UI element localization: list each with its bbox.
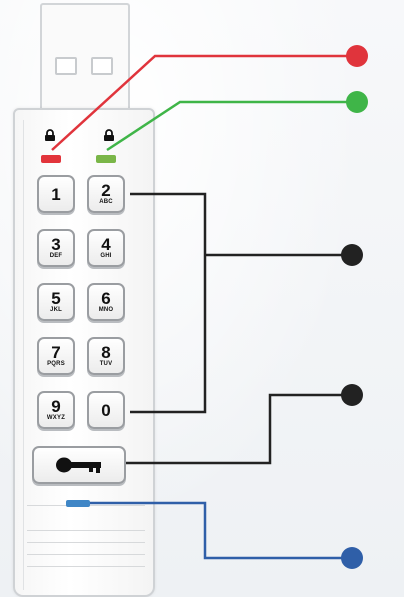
usb-pin-right: [91, 57, 113, 75]
red-callout-line: [51, 54, 357, 151]
body-edge-highlight: [23, 120, 24, 590]
key-0[interactable]: 0: [87, 391, 125, 429]
red-lock-icon: [43, 128, 57, 141]
green-led-indicator: [96, 155, 116, 163]
key-digit: 0: [101, 400, 111, 420]
key-unlock-button[interactable]: [32, 446, 126, 484]
key-letters: WXYZ: [46, 415, 66, 421]
key-8[interactable]: 8 TUV: [87, 337, 125, 375]
key-4[interactable]: 4 GHI: [87, 229, 125, 267]
key-callout-dot: [341, 384, 363, 406]
keypad-bracket-line: [130, 192, 207, 414]
key-letters: TUV: [99, 361, 113, 367]
key-letters: DEF: [49, 253, 63, 259]
key-digit: 6: [101, 289, 111, 308]
green-lock-icon: [102, 128, 116, 141]
key-digit: 4: [101, 235, 111, 254]
key-digit: 7: [51, 343, 61, 362]
key-icon: [56, 457, 101, 473]
red-led-indicator: [41, 155, 61, 163]
body-ridge: [27, 566, 145, 567]
device-body: [13, 108, 155, 597]
key-5[interactable]: 5 JKL: [37, 283, 75, 321]
key-letters: ABC: [99, 199, 113, 205]
key-9[interactable]: 9 WXYZ: [37, 391, 75, 429]
key-digit: 3: [51, 235, 61, 254]
key-6[interactable]: 6 MNO: [87, 283, 125, 321]
key-digit: 9: [51, 397, 61, 416]
key-digit: 2: [101, 181, 111, 200]
key-letters: PQRS: [47, 361, 65, 367]
key-7[interactable]: 7 PQRS: [37, 337, 75, 375]
key-letters: MNO: [98, 307, 114, 313]
green-callout-dot: [346, 91, 368, 113]
blue-callout-dot: [341, 547, 363, 569]
key-letters: JKL: [50, 307, 62, 313]
key-callout-line: [126, 393, 352, 465]
key-digit: 8: [101, 343, 111, 362]
key-3[interactable]: 3 DEF: [37, 229, 75, 267]
key-digit: 1: [51, 184, 61, 204]
key-digit: 5: [51, 289, 61, 308]
green-callout-line: [106, 100, 357, 152]
body-ridge: [27, 530, 145, 531]
blue-callout-line: [90, 501, 352, 560]
body-ridge: [27, 542, 145, 543]
keypad-callout-dot: [341, 244, 363, 266]
usb-pin-left: [55, 57, 77, 75]
usb-connector: [40, 3, 130, 117]
blue-led-indicator: [66, 500, 90, 507]
key-2[interactable]: 2 ABC: [87, 175, 125, 213]
red-callout-dot: [346, 45, 368, 67]
body-ridge: [27, 554, 145, 555]
key-1[interactable]: 1: [37, 175, 75, 213]
key-letters: GHI: [100, 253, 112, 259]
